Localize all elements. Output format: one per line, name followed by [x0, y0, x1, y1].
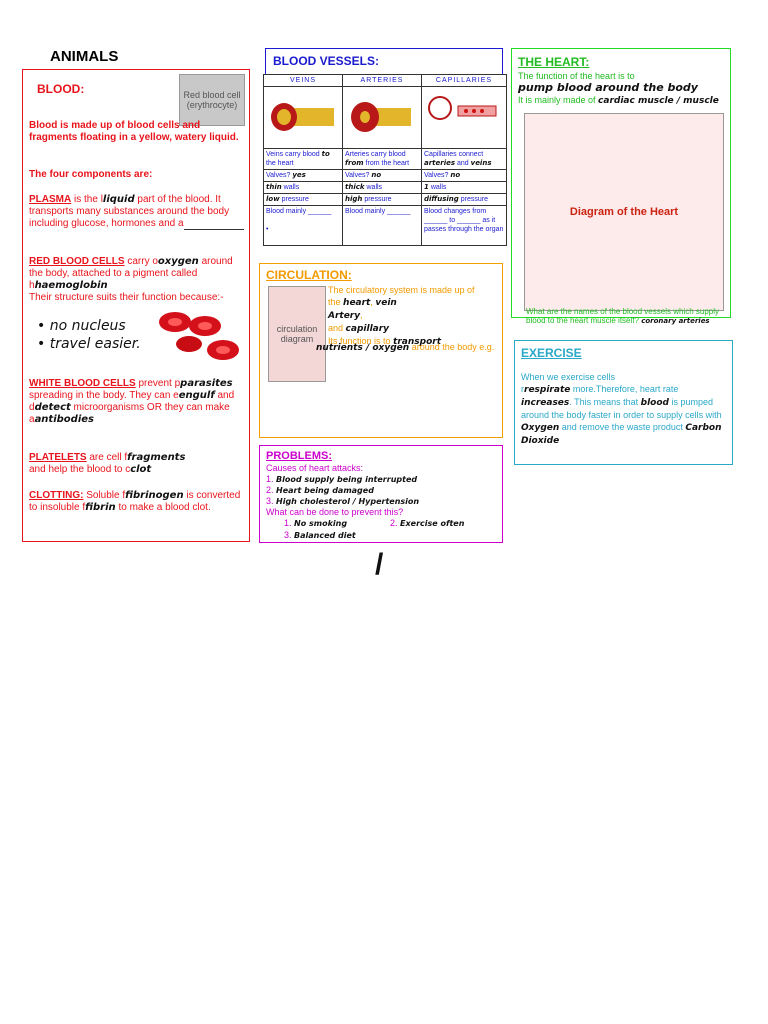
rbc-bullet-1: • no nucleus [37, 318, 126, 334]
prevent-2: 2. Exercise often [390, 518, 465, 528]
wbc-text: WHITE BLOOD CELLS prevent pparasites spr… [29, 378, 235, 425]
capillary-image-cell [421, 86, 507, 149]
platelets-label: PLATELETS [29, 452, 87, 463]
page-title: ANIMALS [50, 48, 119, 65]
vein-blood-mainly: Blood mainly ______• [263, 205, 343, 246]
clotting-text: CLOTTING: Soluble ffibrinogen is convert… [29, 490, 241, 513]
plasma-text: PLASMA is the lliquid part of the blood.… [29, 194, 244, 230]
platelets-text: PLATELETS are cell ffragments and help t… [29, 452, 186, 475]
header-veins: VEINS [263, 74, 343, 87]
header-arteries: ARTERIES [342, 74, 422, 87]
vessels-table: VEINS ARTERIES CAPILLARIES Veins carry b… [263, 74, 507, 246]
artery-walls: thick walls [342, 181, 422, 194]
blood-cells-image: Red blood cell (erythrocyte) [179, 74, 245, 126]
rbc-text: RED BLOOD CELLS carry ooxygen around the… [29, 256, 233, 303]
capillary-blood-changes: Blood changes from ______ to ______ as i… [421, 205, 507, 246]
header-capillaries: CAPILLARIES [421, 74, 507, 87]
capillary-pressure: diffusing pressure [421, 193, 507, 206]
circulation-section: CIRCULATION: circulation diagram The cir… [259, 263, 503, 438]
capillary-walls: 1 walls [421, 181, 507, 194]
problems-list: 1. Blood supply being interrupted 2. Hea… [266, 474, 420, 506]
artery-illustration [351, 102, 411, 132]
heart-question: What are the names of the blood vessels … [526, 307, 719, 325]
capillary-illustration [428, 96, 497, 120]
rbc-bullet-2: • travel easier. [37, 336, 141, 352]
capillary-connect: Capillaries connect arteries and veins [421, 148, 507, 170]
blood-title: BLOOD: [37, 82, 85, 96]
problems-prevent: What can be done to prevent this? [266, 507, 404, 517]
plasma-answer: liquid [102, 194, 135, 205]
capillary-valves: Valves? no [421, 169, 507, 182]
heart-section: THE HEART: The function of the heart is … [511, 48, 731, 325]
heart-diagram: Diagram of the Heart [524, 113, 724, 311]
vessels-title: BLOOD VESSELS: [273, 54, 380, 68]
circulation-around: nutrients / oxygen around the body e.g. [316, 342, 495, 353]
blood-intro: Blood is made up of blood cells and frag… [29, 120, 239, 143]
plasma-label: PLASMA [29, 194, 72, 205]
problems-title: PROBLEMS: [266, 450, 332, 462]
prevent-1: 1. No smoking [284, 518, 348, 528]
blood-section: BLOOD: Red blood cell (erythrocyte) Bloo… [22, 69, 250, 542]
artery-valves: Valves? no [342, 169, 422, 182]
rbc-label: RED BLOOD CELLS [29, 256, 125, 267]
artery-blood-mainly: Blood mainly ______ [342, 205, 422, 246]
wbc-label: WHITE BLOOD CELLS [29, 378, 136, 389]
prevent-3: 3. Balanced diet [284, 530, 356, 540]
heart-title: THE HEART: [518, 55, 590, 69]
vein-illustration [271, 103, 334, 131]
problems-causes: Causes of heart attacks: [266, 463, 364, 473]
blood-image-label: Red blood cell (erythrocyte) [183, 90, 241, 110]
red-blood-cells-illustration [159, 312, 239, 360]
artery-image-cell [342, 86, 422, 149]
problems-section: PROBLEMS: Causes of heart attacks: 1. Bl… [259, 445, 503, 543]
artery-carry: Arteries carry blood from from the heart [342, 148, 422, 170]
exercise-title: EXERCISE [521, 346, 582, 360]
vein-image-cell [263, 86, 343, 149]
circulation-text: The circulatory system is made up of the… [328, 285, 475, 347]
heart-made-of: It is mainly made of cardiac muscle / mu… [518, 95, 719, 106]
four-components: The four components are: [29, 169, 153, 180]
circulation-diagram: circulation diagram [268, 286, 326, 382]
blood-vessels-section: BLOOD VESSELS: [265, 48, 503, 75]
exercise-section: EXERCISE When we exercise cells rrespira… [514, 340, 733, 465]
clotting-label: CLOTTING: [29, 490, 84, 501]
exercise-text: When we exercise cells rrespirate more.T… [521, 372, 722, 446]
vein-carry: Veins carry blood to the heart [263, 148, 343, 170]
vein-valves: Valves? yes [263, 169, 343, 182]
artery-pressure: high pressure [342, 193, 422, 206]
circulation-title: CIRCULATION: [266, 268, 352, 282]
vein-pressure: low pressure [263, 193, 343, 206]
stray-pen-mark: / [375, 548, 384, 581]
vein-walls: thin walls [263, 181, 343, 194]
